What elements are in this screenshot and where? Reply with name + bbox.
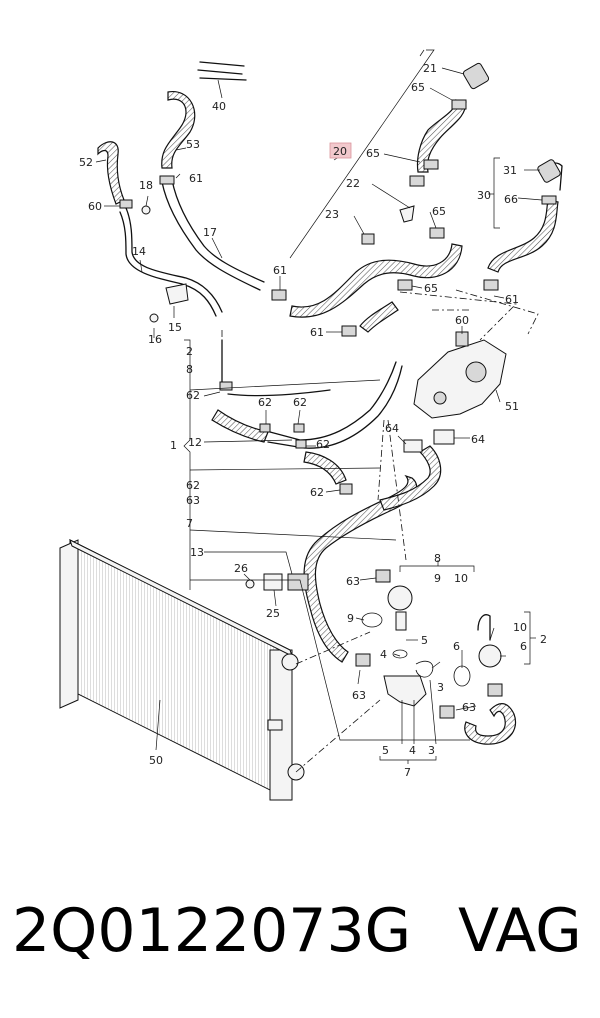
callout-5: 5 xyxy=(382,744,389,757)
callout-2: 2 xyxy=(186,345,193,358)
callout-16: 16 xyxy=(148,333,162,346)
callout-63: 63 xyxy=(352,689,366,702)
callout-21: 21 xyxy=(423,62,437,75)
callout-6: 6 xyxy=(520,640,527,653)
callout-1: 1 xyxy=(170,439,177,452)
callout-65: 65 xyxy=(424,282,438,295)
callout-61: 61 xyxy=(505,293,519,306)
callout-6: 6 xyxy=(453,640,460,653)
callout-60: 60 xyxy=(88,200,102,213)
callout-61: 61 xyxy=(310,326,324,339)
callout-4: 4 xyxy=(409,744,416,757)
callout-3: 3 xyxy=(437,681,444,694)
callout-8: 8 xyxy=(434,552,441,565)
callout-15: 15 xyxy=(168,321,182,334)
callout-65: 65 xyxy=(366,147,380,160)
callout-30: 30 xyxy=(477,189,491,202)
callout-40: 40 xyxy=(212,100,226,113)
callout-labels: 21 65 40 53 52 20 65 61 18 22 60 31 30 6… xyxy=(79,62,547,779)
callout-5: 5 xyxy=(421,634,428,647)
leader-lines xyxy=(95,67,543,764)
callout-23: 23 xyxy=(325,208,339,221)
callout-13: 13 xyxy=(190,546,204,559)
callout-62: 62 xyxy=(316,438,330,451)
callout-2: 2 xyxy=(540,633,547,646)
callout-7: 7 xyxy=(404,766,411,779)
callout-63: 63 xyxy=(462,701,476,714)
callout-17: 17 xyxy=(203,226,217,239)
callout-65: 65 xyxy=(411,81,425,94)
callout-64: 64 xyxy=(385,422,399,435)
callout-60: 60 xyxy=(455,314,469,327)
callout-12: 12 xyxy=(188,436,202,449)
callout-26: 26 xyxy=(234,562,248,575)
group-brackets xyxy=(183,49,539,773)
callout-22: 22 xyxy=(346,177,360,190)
callout-62: 62 xyxy=(186,479,200,492)
part-number: 2Q0122073G xyxy=(12,896,412,966)
callout-25: 25 xyxy=(266,607,280,620)
callout-10: 10 xyxy=(513,621,527,634)
callout-62: 62 xyxy=(258,396,272,409)
pipes xyxy=(119,61,563,641)
callout-18: 18 xyxy=(139,179,153,192)
callout-9: 9 xyxy=(347,612,354,625)
callout-52: 52 xyxy=(79,156,93,169)
callout-66: 66 xyxy=(504,193,518,206)
callout-63: 63 xyxy=(346,575,360,588)
callout-61: 61 xyxy=(273,264,287,277)
callout-4: 4 xyxy=(380,648,387,661)
callout-62: 62 xyxy=(310,486,324,499)
callout-51: 51 xyxy=(505,400,519,413)
callout-62: 62 xyxy=(293,396,307,409)
callout-50: 50 xyxy=(149,754,163,767)
callout-14: 14 xyxy=(132,245,146,258)
coolant-hose-exploded-diagram: 21 65 40 53 52 20 65 61 18 22 60 31 30 6… xyxy=(59,49,563,801)
callout-65: 65 xyxy=(432,205,446,218)
callout-62: 62 xyxy=(186,389,200,402)
components xyxy=(119,62,561,719)
callout-31: 31 xyxy=(503,164,517,177)
highlight-box-20 xyxy=(329,142,352,159)
brand-label: VAG xyxy=(458,896,582,966)
callout-64: 64 xyxy=(471,433,485,446)
callout-61: 61 xyxy=(189,172,203,185)
callout-3: 3 xyxy=(428,744,435,757)
callout-7: 7 xyxy=(186,517,193,530)
callout-10: 10 xyxy=(454,572,468,585)
callout-53: 53 xyxy=(186,138,200,151)
callout-8: 8 xyxy=(186,363,193,376)
callout-20: 20 xyxy=(333,145,347,158)
callout-9: 9 xyxy=(434,572,441,585)
callout-63: 63 xyxy=(186,494,200,507)
